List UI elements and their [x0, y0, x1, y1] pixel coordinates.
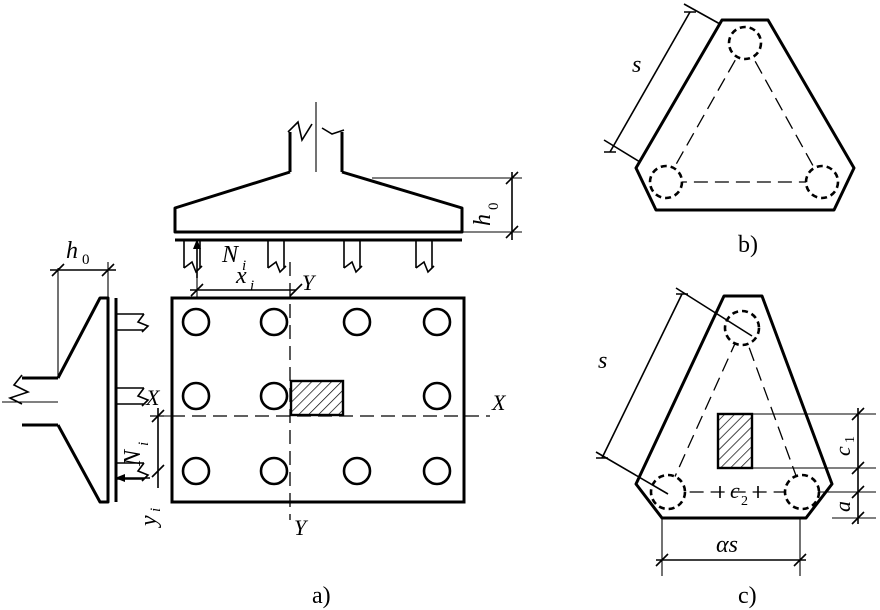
x-axis-left-label: X — [145, 385, 161, 410]
y-axis-top-label: Y — [302, 270, 317, 295]
a-dim-label: a — [830, 501, 855, 512]
h0-top-label: h — [470, 214, 496, 226]
column-section-c — [716, 412, 754, 470]
h0-left-label: h — [66, 238, 78, 264]
xi-label: x — [235, 263, 247, 289]
h0-top-sub: 0 — [486, 203, 502, 211]
s-b-label: s — [632, 52, 641, 78]
h0-left-sub: 0 — [82, 252, 90, 268]
s-c-label: s — [598, 348, 607, 374]
triangle-cap-c: s c 2 c 1 a αs — [595, 287, 876, 576]
ni-top-label: N — [221, 242, 240, 268]
x-axis-right-label: X — [491, 390, 507, 415]
column-section — [289, 379, 345, 417]
plan-view: X X Y — [145, 262, 507, 540]
ni-top-sub: i — [242, 258, 246, 274]
caption-a: a) — [312, 583, 331, 609]
yi-label: y — [136, 515, 162, 528]
c1-sub: 1 — [843, 436, 858, 443]
plan-piles — [181, 307, 452, 486]
xi-sub: i — [250, 278, 254, 294]
caption-c: c) — [738, 583, 757, 609]
elevation-left: N i h 0 y i — [2, 238, 172, 528]
c1-label: c — [830, 446, 855, 456]
caption-b: b) — [738, 232, 758, 258]
elevation-piles — [183, 240, 435, 274]
alpha-s-label: αs — [716, 532, 738, 558]
c2-sub: 2 — [741, 494, 748, 509]
y-axis-bottom-label: Y — [294, 515, 309, 540]
ni-left-label: N — [120, 448, 146, 467]
triangle-cap-b: s — [603, 3, 856, 212]
xi-dimension: x i Y — [190, 263, 317, 298]
yi-sub: i — [148, 508, 164, 512]
elevation-top: N i h 0 — [173, 102, 522, 278]
c2-label: c — [730, 478, 740, 503]
ni-left-sub: i — [136, 442, 152, 446]
